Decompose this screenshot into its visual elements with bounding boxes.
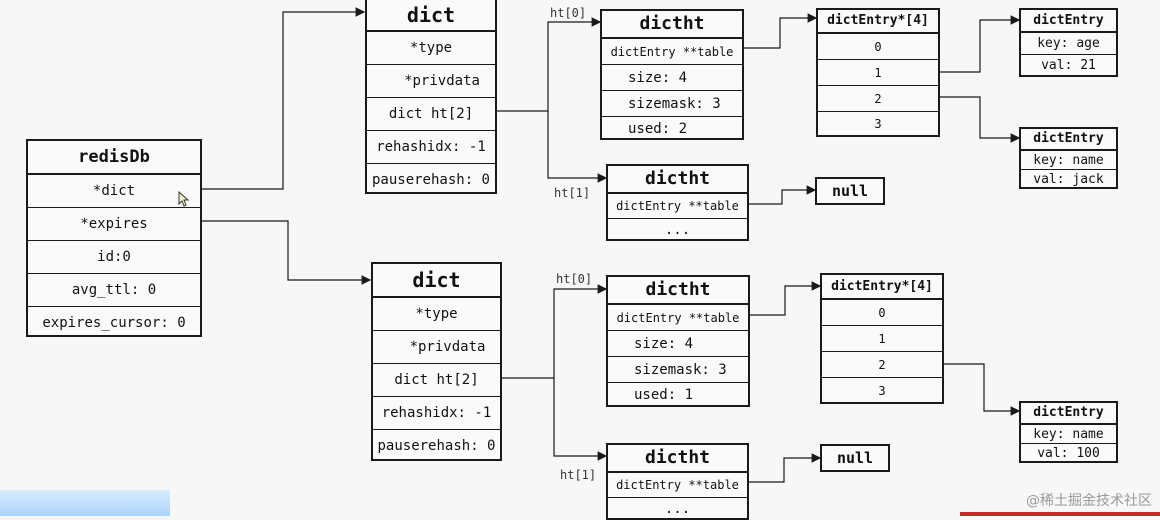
ht2-1-field-table: dictEntry **table bbox=[608, 473, 747, 498]
entry-100-title: dictEntry bbox=[1021, 403, 1116, 425]
dict2-field-ht: dict ht[2] bbox=[373, 364, 500, 397]
redisdb-field-id: id:0 bbox=[28, 241, 200, 274]
redisdb-field-dict: *dict bbox=[28, 175, 200, 208]
dict2-field-rehashidx: rehashidx: -1 bbox=[373, 397, 500, 430]
dict1-field-ht: dict ht[2] bbox=[367, 98, 495, 131]
progress-bar-decoration bbox=[0, 490, 170, 516]
arrow-slot1-age bbox=[940, 15, 1021, 73]
table2-slot-2: 2 bbox=[822, 352, 942, 378]
arrow-slot2-jack bbox=[940, 96, 1021, 143]
ht1-1-field-more: ... bbox=[664, 222, 691, 238]
ht2-0-box: dictht dictEntry **table size: 4 sizemas… bbox=[606, 275, 750, 407]
entry-age-title: dictEntry bbox=[1021, 10, 1116, 33]
ht1-0-field-sizemask: sizemask: 3 bbox=[602, 91, 742, 117]
table1-slot-2: 2 bbox=[818, 86, 938, 112]
arrow-dict2-ht0 bbox=[502, 284, 608, 379]
ht1-0-title: dictht bbox=[602, 11, 742, 39]
table2-slot-1: 1 bbox=[822, 326, 942, 352]
redisdb-field-expires: *expires bbox=[28, 208, 200, 241]
ht1-1-box: dictht dictEntry **table ... bbox=[606, 164, 749, 241]
ht2-0-title: dictht bbox=[608, 277, 748, 305]
arrow-dict1-ht0 bbox=[497, 17, 602, 112]
entry-jack-key: key: name bbox=[1021, 151, 1116, 170]
table2-box: dictEntry*[4] 0 1 2 3 bbox=[820, 273, 944, 404]
entry-age-val: val: 21 bbox=[1041, 58, 1096, 73]
redisdb-field-avg-ttl: avg_ttl: 0 bbox=[28, 274, 200, 307]
entry-jack-val: val: jack bbox=[1033, 172, 1104, 187]
dict2-field-pauserehash: pauserehash: 0 bbox=[377, 438, 496, 454]
ht2-0-label: ht[0] bbox=[556, 272, 593, 286]
table2-slot-3: 3 bbox=[878, 384, 886, 398]
ht2-0-field-used: used: 1 bbox=[634, 387, 694, 403]
null-box-2: null bbox=[820, 444, 890, 472]
dict2-field-type: *type bbox=[373, 298, 500, 331]
ht1-1-field-table: dictEntry **table bbox=[608, 194, 747, 219]
entry-100-key: key: name bbox=[1021, 425, 1116, 444]
ht1-0-field-used: used: 2 bbox=[628, 121, 688, 137]
redisdb-field-expires-cursor: expires_cursor: 0 bbox=[42, 315, 186, 331]
ht2-0-field-sizemask: sizemask: 3 bbox=[608, 357, 748, 383]
dict2-title: dict bbox=[373, 264, 500, 298]
entry-age-key: key: age bbox=[1021, 33, 1116, 55]
dict1-field-privdata: *privdata bbox=[367, 65, 495, 98]
arrow-ht2-table bbox=[749, 281, 822, 316]
dict2-box: dict *type *privdata dict ht[2] rehashid… bbox=[371, 262, 502, 461]
table1-box: dictEntry*[4] 0 1 2 3 bbox=[816, 8, 940, 137]
arrow-dict2-ht1 bbox=[553, 378, 608, 461]
table2-slot-0: 0 bbox=[822, 300, 942, 326]
ht2-1-field-more: ... bbox=[664, 501, 691, 517]
table1-slot-1: 1 bbox=[818, 60, 938, 86]
dict1-field-rehashidx: rehashidx: -1 bbox=[367, 131, 495, 164]
dict1-field-pauserehash: pauserehash: 0 bbox=[371, 172, 490, 188]
arrow-dict-to-dict1 bbox=[202, 7, 366, 190]
null-box-1: null bbox=[815, 177, 885, 205]
entry-100-box: dictEntry key: name val: 100 bbox=[1019, 401, 1118, 463]
table1-title: dictEntry*[4] bbox=[818, 10, 938, 34]
ht1-1-title: dictht bbox=[608, 166, 747, 194]
red-strip-decoration bbox=[960, 512, 1160, 516]
ht1-1-label: ht[1] bbox=[554, 186, 591, 200]
arrow-ht1-table bbox=[744, 13, 818, 49]
ht2-1-label: ht[1] bbox=[560, 468, 597, 482]
ht1-0-field-table: dictEntry **table bbox=[602, 39, 742, 65]
arrow-slot2-100 bbox=[944, 363, 1021, 416]
entry-jack-title: dictEntry bbox=[1021, 129, 1116, 151]
table1-slot-3: 3 bbox=[874, 117, 882, 131]
dict1-title: dict bbox=[367, 0, 495, 32]
entry-100-val: val: 100 bbox=[1037, 446, 1100, 461]
entry-jack-box: dictEntry key: name val: jack bbox=[1019, 127, 1118, 189]
ht1-0-field-size: size: 4 bbox=[602, 65, 742, 91]
dict1-field-type: *type bbox=[367, 32, 495, 65]
table1-slot-0: 0 bbox=[818, 34, 938, 60]
table2-title: dictEntry*[4] bbox=[822, 275, 942, 300]
dict1-box: dict *type *privdata dict ht[2] rehashid… bbox=[365, 0, 497, 194]
redisdb-box: redisDb *dict *expires id:0 avg_ttl: 0 e… bbox=[26, 139, 202, 337]
arrow-expires-to-dict2 bbox=[202, 220, 372, 285]
ht2-1-title: dictht bbox=[608, 445, 747, 473]
dict2-field-privdata: *privdata bbox=[373, 331, 500, 364]
watermark-text: @稀土掘金技术社区 bbox=[1026, 493, 1152, 509]
ht1-0-label: ht[0] bbox=[550, 6, 587, 20]
ht2-1-box: dictht dictEntry **table ... bbox=[606, 443, 749, 520]
ht1-0-box: dictht dictEntry **table size: 4 sizemas… bbox=[600, 9, 744, 140]
arrow-dict1-ht1 bbox=[547, 111, 608, 183]
arrow-ht1-1-null bbox=[749, 185, 817, 205]
redisdb-title: redisDb bbox=[28, 141, 200, 175]
mouse-cursor-icon bbox=[178, 191, 190, 207]
ht2-0-field-table: dictEntry **table bbox=[608, 305, 748, 331]
ht2-0-field-size: size: 4 bbox=[608, 331, 748, 357]
entry-age-box: dictEntry key: age val: 21 bbox=[1019, 8, 1118, 77]
arrow-ht2-1-null bbox=[749, 453, 822, 483]
